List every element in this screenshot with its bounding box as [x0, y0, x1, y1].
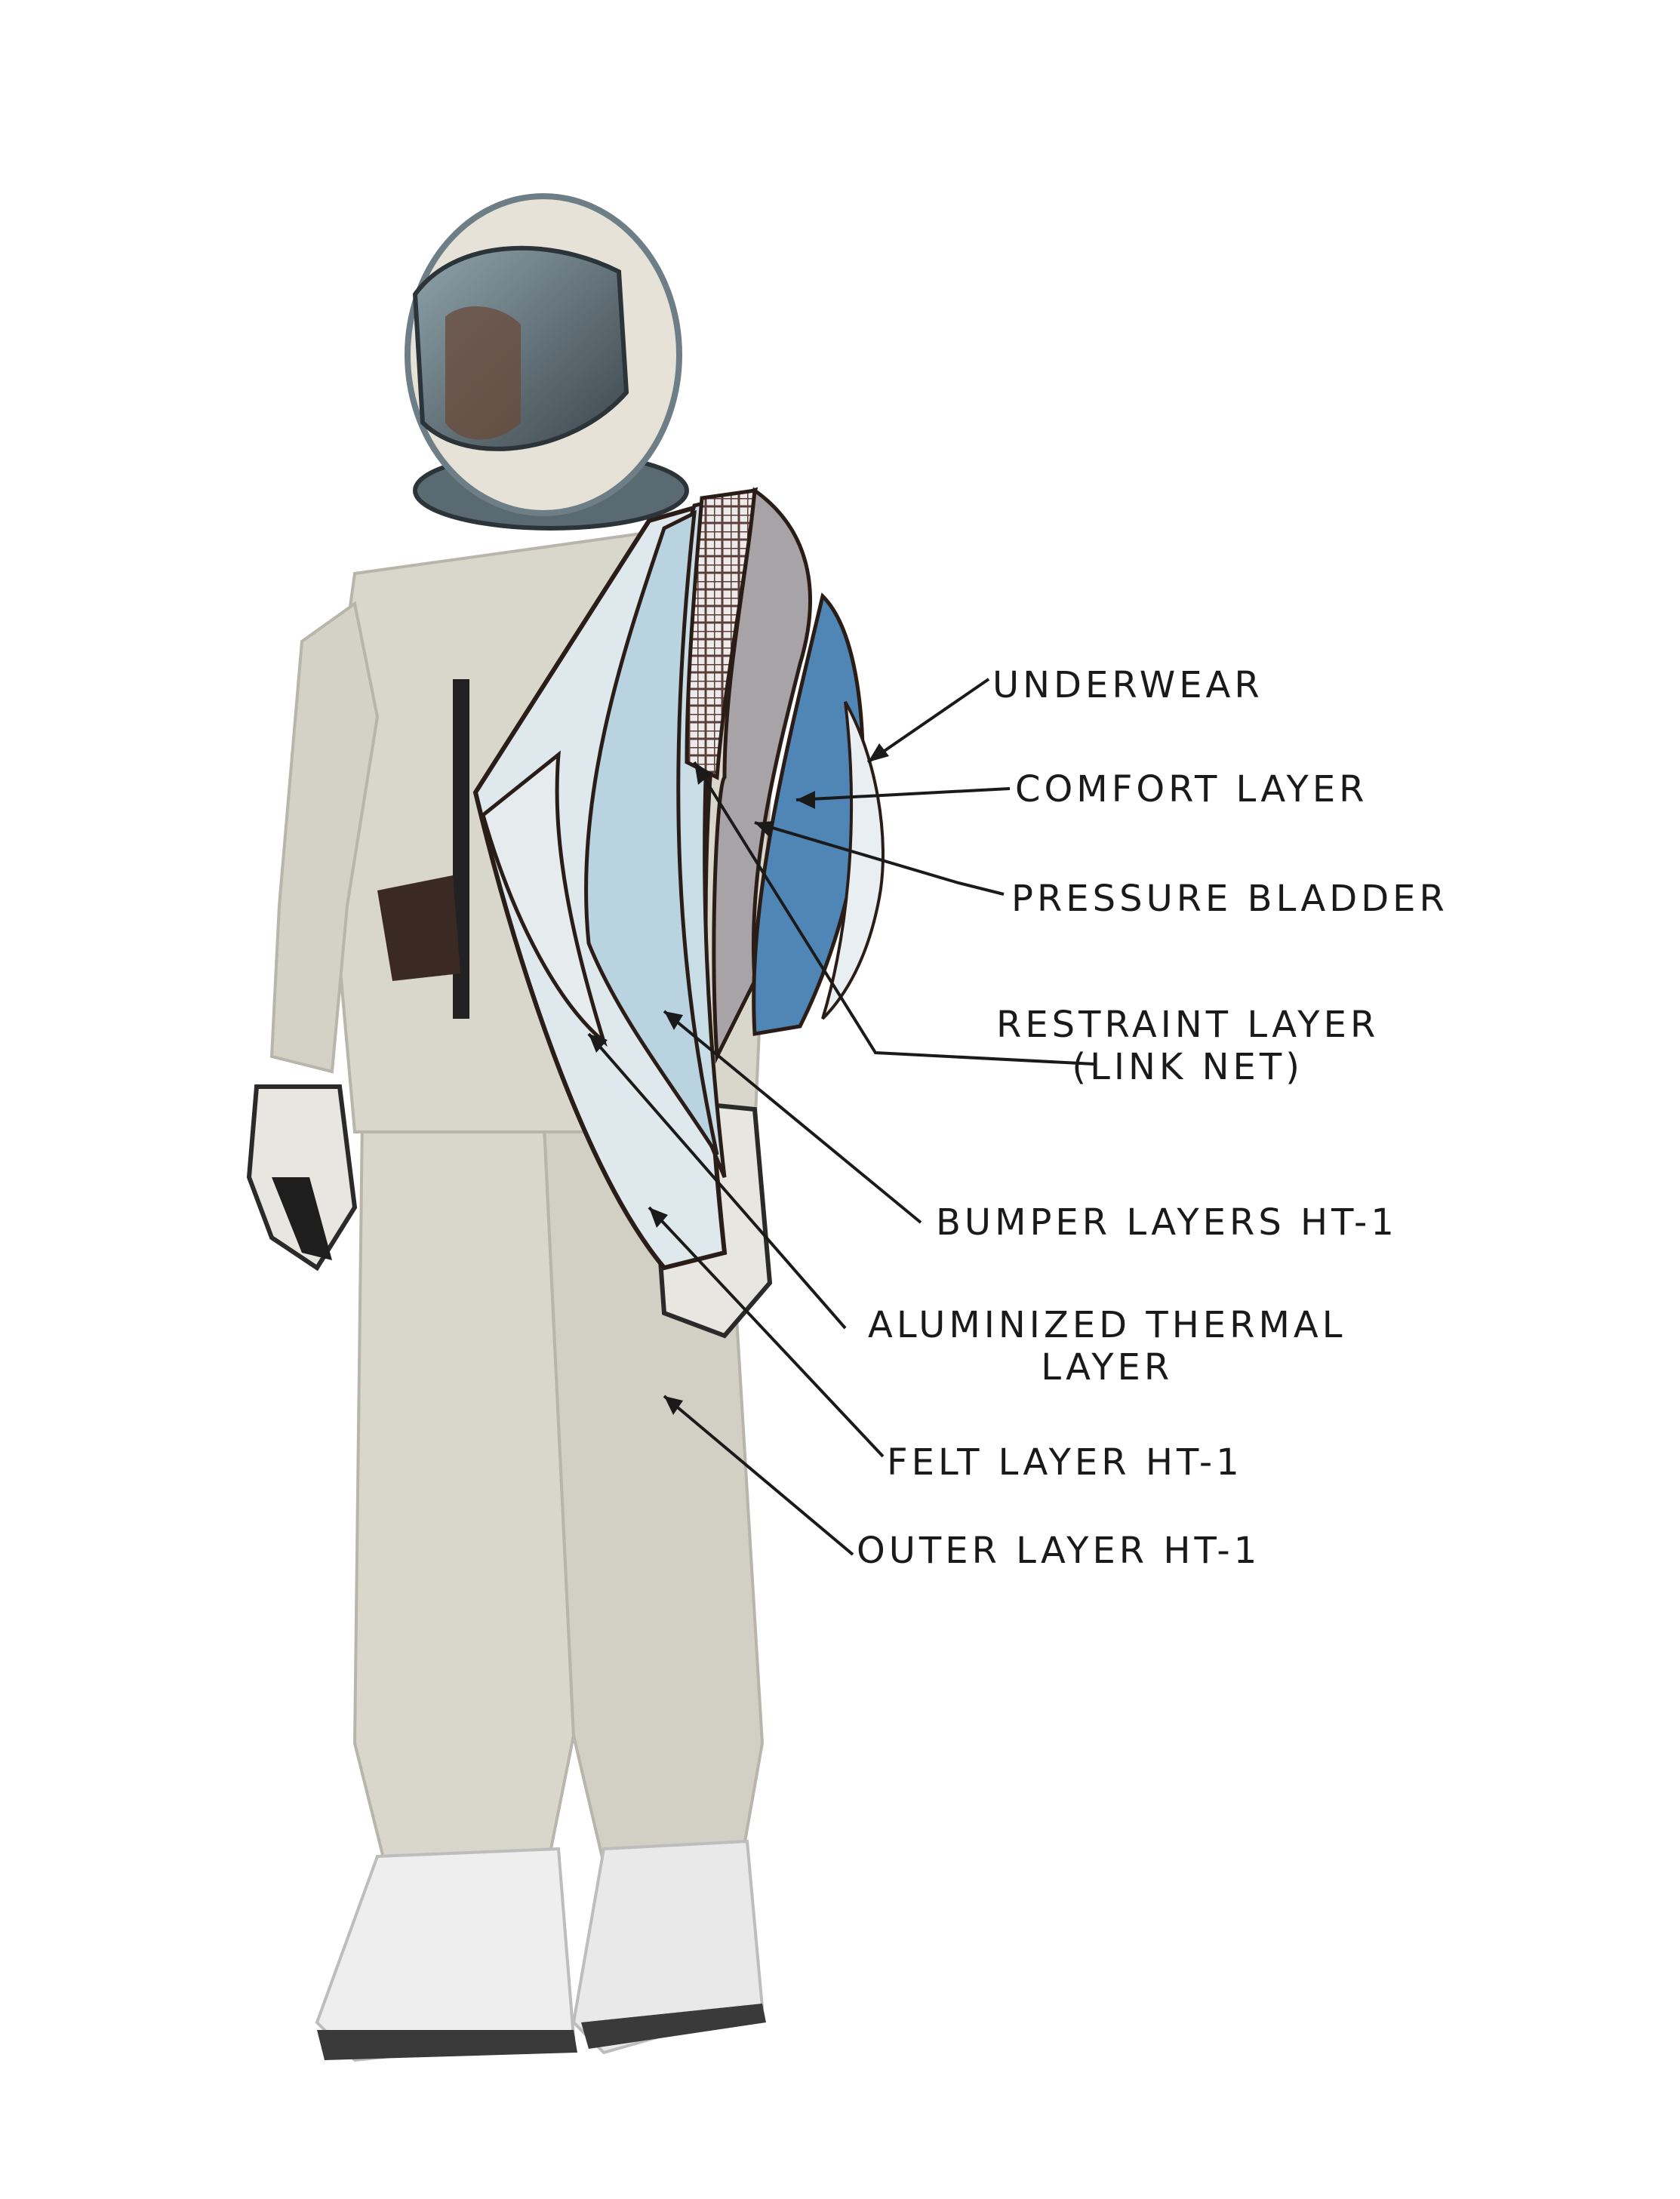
label-thermal-line-1: ALUMINIZED THERMAL: [868, 1304, 1346, 1346]
astronaut-face: [445, 306, 521, 439]
label-felt-layer: FELT LAYER HT-1: [887, 1441, 1243, 1484]
label-bumper-layers: BUMPER LAYERS HT-1: [936, 1201, 1398, 1244]
label-pressure-bladder: PRESSURE BLADDER: [1011, 878, 1448, 920]
label-comfort-layer: COMFORT LAYER: [1015, 768, 1368, 810]
leader-underwear: [868, 679, 989, 762]
label-restraint-line-1: RESTRAINT LAYER: [996, 1004, 1379, 1046]
left-leg: [355, 1109, 574, 1894]
hose-connector: [377, 875, 460, 981]
left-boot: [317, 1849, 574, 2060]
label-underwear: UNDERWEAR: [992, 664, 1263, 706]
label-aluminized-thermal: ALUMINIZED THERMAL LAYER: [868, 1304, 1346, 1389]
arrowhead-underwear: [868, 743, 889, 762]
label-restraint-line-2: (LINK NET): [996, 1046, 1379, 1088]
label-thermal-line-2: LAYER: [868, 1346, 1346, 1389]
label-restraint-layer: RESTRAINT LAYER (LINK NET): [996, 1004, 1379, 1088]
label-outer-layer: OUTER LAYER HT-1: [857, 1530, 1260, 1572]
